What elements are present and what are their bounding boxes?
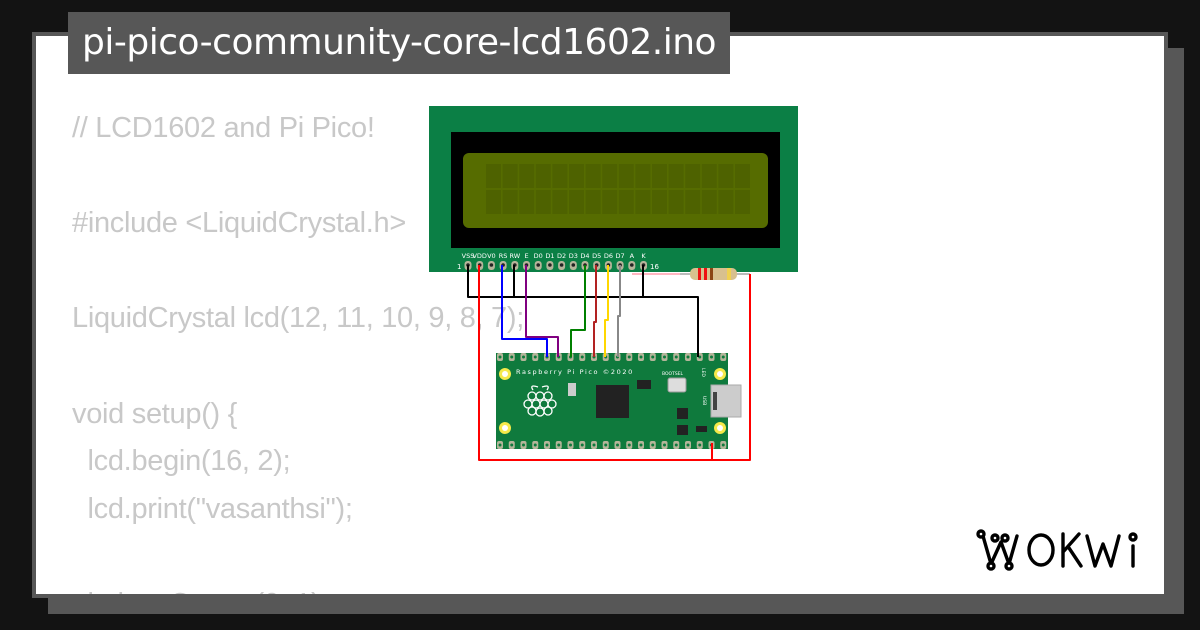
wire-resistor [712, 274, 751, 461]
wire-d4 [570, 265, 586, 357]
wokwi-logo[interactable] [975, 524, 1155, 574]
lcd-char-cell [535, 164, 551, 188]
lcd-char-cell [618, 190, 634, 214]
lcd-pin-label: VSS [462, 252, 475, 260]
lcd-char-cell [701, 190, 717, 214]
code-line: // LCD1602 and Pi Pico! [72, 112, 375, 144]
file-title: pi-pico-community-core-lcd1602.ino [68, 12, 731, 74]
lcd-char-cell [502, 190, 518, 214]
lcd-pin-label: VDD [472, 252, 486, 260]
lcd-pin-label: D4 [580, 252, 589, 260]
raspberry-logo-icon [523, 385, 557, 417]
code-line: lcd.setCursor(0, 1); [72, 581, 524, 594]
lcd-pin-label: RS [499, 252, 508, 260]
wire-vdd [478, 265, 713, 461]
lcd-char-cell [668, 164, 684, 188]
lcd-char-cell [486, 164, 501, 188]
lcd-pin-first: 1 [457, 263, 461, 271]
lcd-char-cell [552, 190, 568, 214]
lcd-char-cell [635, 190, 651, 214]
lcd-pin-label: E [524, 252, 528, 260]
lcd-pin-label: K [641, 252, 646, 260]
lcd-pin-label: D2 [557, 252, 566, 260]
lcd-char-cell [668, 190, 684, 214]
lcd-char-cell [735, 190, 750, 214]
lcd-pin-label: V0 [487, 252, 496, 260]
lcd-char-cell [519, 164, 535, 188]
wire-vss [467, 265, 699, 357]
code-line: LiquidCrystal lcd(12, 11, 10, 9, 8, 7); [72, 302, 525, 335]
lcd-char-cell [602, 190, 618, 214]
wire-d5 [593, 265, 597, 357]
led-label: LED [700, 368, 706, 377]
code-line: lcd.print("vasanthsi"); [72, 492, 353, 525]
wire-d7 [617, 265, 621, 357]
lcd-char-cell [502, 164, 518, 188]
wire-e [525, 265, 559, 357]
lcd-pin-label: D6 [604, 252, 613, 260]
lcd-char-cell [569, 190, 584, 214]
lcd-char-cell [718, 190, 734, 214]
lcd-char-cell [701, 164, 717, 188]
lcd-pin-label: RW [509, 252, 520, 260]
wire-d6 [604, 265, 609, 357]
lcd-char-cell [618, 164, 634, 188]
code-preview: // LCD1602 and Pi Pico! #include <LiquidC… [72, 105, 525, 594]
lcd-pin-label: D0 [534, 252, 543, 260]
wire-rs [501, 265, 548, 357]
wires [467, 265, 751, 461]
bootsel-label: BOOTSEL [662, 371, 684, 377]
lcd-char-cell [652, 164, 667, 188]
bootsel-button[interactable] [667, 377, 687, 393]
lcd-char-cell [585, 190, 601, 214]
code-line: lcd.begin(16, 2); [72, 445, 291, 478]
raspberry-pi-pico[interactable]: Raspberry Pi Pico ©2020 BOOTSEL USB LED [496, 353, 742, 449]
usb-label: USB [701, 396, 707, 405]
lcd-char-cell [685, 164, 701, 188]
lcd-pin-label: D1 [545, 252, 554, 260]
lcd-char-cell [585, 164, 601, 188]
lcd-pin-label: D7 [616, 252, 625, 260]
code-line: void setup() { [72, 397, 238, 430]
pico-silkscreen: Raspberry Pi Pico ©2020 [516, 368, 634, 376]
lcd-char-cell [552, 164, 568, 188]
lcd-char-cell [486, 190, 501, 214]
lcd-char-cell [602, 164, 618, 188]
lcd-char-cells [486, 164, 750, 214]
lcd-pin-last: 16 [650, 263, 659, 271]
resistor[interactable] [632, 268, 750, 280]
lcd-char-cell [635, 164, 651, 188]
lcd-char-cell [735, 164, 750, 188]
lcd-char-cell [535, 190, 551, 214]
code-line: #include <LiquidCrystal.h> [72, 207, 406, 240]
lcd-char-cell [652, 190, 667, 214]
lcd-pin-label: D5 [592, 252, 601, 260]
lcd-char-cell [519, 190, 535, 214]
lcd-char-cell [569, 164, 584, 188]
lcd-pin-label: D3 [569, 252, 578, 260]
lcd-char-cell [718, 164, 734, 188]
lcd-char-cell [685, 190, 701, 214]
rp2040-chip [596, 385, 629, 418]
lcd-pin-label: A [630, 252, 635, 260]
